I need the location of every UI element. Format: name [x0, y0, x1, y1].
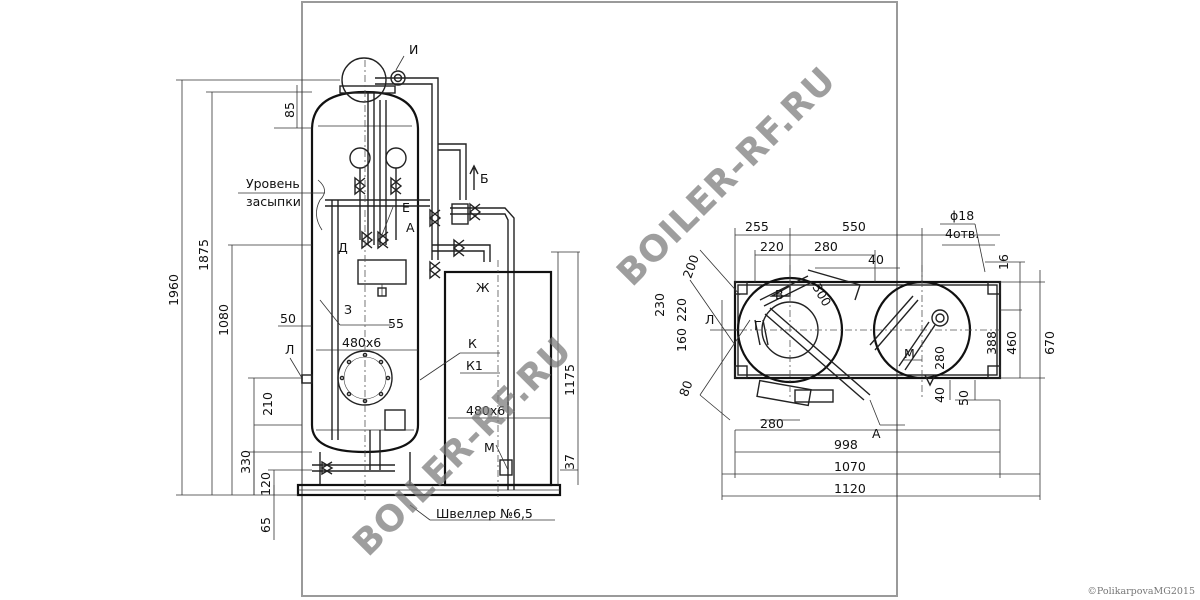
- dim-200: 200: [680, 253, 702, 281]
- label-z: З: [344, 302, 352, 317]
- plan-dimensions: 255 550 ϕ18 4отв. 220 280 40 16 200 300 …: [652, 208, 1057, 496]
- label-channel: Швеллер №6,5: [436, 506, 533, 521]
- label-e: Е: [402, 200, 410, 215]
- dim-1070: 1070: [834, 459, 866, 474]
- copyright: ©PolikarpovaMG2015: [1087, 586, 1195, 597]
- dim-670: 670: [1042, 331, 1057, 355]
- dim-50: 50: [280, 311, 296, 326]
- dim-55: 55: [388, 316, 404, 331]
- dim-85: 85: [282, 102, 297, 118]
- dim-40-plan-b: 40: [932, 387, 947, 403]
- label-b: Б: [480, 171, 489, 186]
- dim-50-plan: 50: [956, 390, 971, 406]
- dim-480x6: 480х6: [342, 335, 381, 350]
- front-labels: И Б Уровень засыпки Е А Д Ж З К К1 Л М Ш…: [246, 42, 533, 521]
- dim-280: 280: [814, 239, 838, 254]
- watermark-2: BOILER-RF.RU: [609, 59, 844, 294]
- dim-460: 460: [1004, 331, 1019, 355]
- pressure-gauge-left-icon: [349, 147, 371, 169]
- label-a: А: [406, 220, 415, 235]
- front-view-frame: [301, 1, 898, 597]
- plan-label-v: В: [775, 287, 784, 302]
- plan-labels: В Л Г М А: [705, 287, 915, 441]
- dim-1120: 1120: [834, 481, 866, 496]
- dim-255: 255: [745, 219, 769, 234]
- dim-160: 160: [674, 328, 689, 352]
- dim-120: 120: [258, 472, 273, 496]
- plan-label-g: Г: [754, 318, 762, 333]
- label-level-2: засыпки: [246, 194, 301, 209]
- label-zh: Ж: [476, 280, 490, 295]
- dim-280-plan-c: 280: [760, 416, 784, 431]
- dim-330: 330: [238, 450, 253, 474]
- dim-40: 40: [868, 252, 884, 267]
- dim-1175: 1175: [562, 364, 577, 396]
- dim-220b: 220: [674, 298, 689, 322]
- dim-220: 220: [760, 239, 784, 254]
- dim-210: 210: [260, 392, 275, 416]
- dim-998: 998: [834, 437, 858, 452]
- pressure-gauge-right-icon: [385, 147, 407, 169]
- plan-label-a: А: [872, 426, 881, 441]
- label-k: К: [468, 336, 477, 351]
- dim-388: 388: [984, 331, 999, 355]
- front-view: [176, 57, 580, 540]
- dim-280-plan-b: 280: [932, 346, 947, 370]
- label-d: Д: [338, 240, 348, 255]
- dim-1080: 1080: [216, 304, 231, 336]
- dim-65: 65: [258, 517, 273, 533]
- label-i: И: [409, 42, 418, 57]
- front-dimensions: 1960 1875 1080 85 50 55 480х6 210 330 12…: [166, 102, 577, 533]
- dim-16: 16: [996, 254, 1011, 270]
- dim-80: 80: [676, 378, 696, 398]
- label-k1: К1: [466, 358, 483, 373]
- dim-1875: 1875: [196, 239, 211, 271]
- dim-1960: 1960: [166, 274, 181, 306]
- dim-480x6-tank: 480х6: [466, 403, 505, 418]
- dim-37: 37: [562, 454, 577, 470]
- label-level-1: Уровень: [246, 176, 300, 191]
- plan-label-l: Л: [705, 312, 714, 327]
- plan-view: [689, 223, 1045, 500]
- dim-4otv: 4отв.: [945, 226, 979, 241]
- dim-phi18: ϕ18: [950, 208, 974, 223]
- dim-550: 550: [842, 219, 866, 234]
- label-l: Л: [285, 342, 294, 357]
- filter-vessel: [310, 90, 420, 454]
- plan-label-m: М: [904, 346, 915, 361]
- label-m: М: [484, 440, 495, 455]
- dim-230: 230: [652, 293, 667, 317]
